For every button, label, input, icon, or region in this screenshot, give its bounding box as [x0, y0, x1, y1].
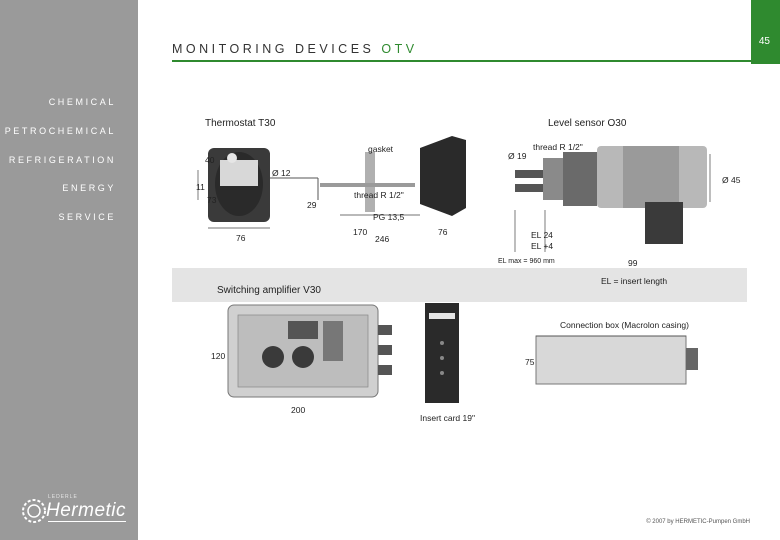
- dimension-75-label: 75: [525, 357, 535, 367]
- diameter-19-label: Ø 19: [508, 151, 527, 161]
- dimension-120-label: 120: [211, 351, 226, 361]
- level-sensor-label: Level sensor O30: [548, 118, 627, 129]
- diameter-12-label: Ø 12: [272, 168, 291, 178]
- thread-label-thermostat: thread R 1/2": [354, 190, 404, 200]
- dimension-76a-label: 76: [236, 233, 246, 243]
- page-title-accent: OTV: [381, 42, 418, 56]
- gear-logo-icon: [22, 499, 46, 523]
- thread-label-sensor: thread R 1/2": [533, 142, 583, 152]
- hermetic-logo: LEDERLE Hermetic: [20, 494, 126, 528]
- insert-length-label: EL = insert length: [601, 276, 668, 286]
- logo-wordmark: Hermetic: [46, 500, 127, 521]
- dimension-76b-label: 76: [438, 227, 448, 237]
- sidebar: CHEMICAL PETROCHEMICAL REFRIGERATION ENE…: [0, 0, 138, 540]
- dimension-200-label: 200: [291, 405, 306, 415]
- insert-card-drawing: [425, 303, 459, 403]
- title-divider: [172, 60, 751, 62]
- dimension-11-label: 11: [196, 182, 205, 192]
- sidebar-item-service[interactable]: SERVICE: [58, 212, 116, 222]
- el4-label: EL +4: [531, 241, 554, 251]
- copyright-notice: © 2007 by HERMETIC-Pumpen GmbH: [646, 519, 750, 525]
- dimension-29-label: 29: [307, 200, 317, 210]
- dimension-246-label: 246: [375, 234, 390, 244]
- dimension-73-label: 73: [207, 195, 217, 205]
- el24-label: EL 24: [531, 230, 553, 240]
- sidebar-item-refrigeration[interactable]: REFRIGERATION: [8, 155, 116, 165]
- page-tab: 45: [751, 0, 780, 64]
- logo-tagline: LEDERLE: [48, 494, 78, 500]
- insert-card-label: Insert card 19": [420, 413, 475, 423]
- dimension-170-label: 170: [353, 227, 368, 237]
- connection-box-drawing: [535, 335, 698, 385]
- page-number: 45: [758, 36, 770, 47]
- elmax-label: EL max = 960 mm: [498, 258, 555, 265]
- dimension-40-label: 40: [205, 155, 215, 165]
- page-title: MONITORING DEVICES OTV: [172, 42, 418, 56]
- thermostat-label: Thermostat T30: [205, 118, 276, 129]
- sensor-head: [420, 136, 466, 216]
- switching-amplifier-drawing: [227, 304, 392, 398]
- sidebar-item-chemical[interactable]: CHEMICAL: [48, 97, 116, 107]
- connection-box-label: Connection box (Macrolon casing): [560, 320, 689, 330]
- gasket-label: gasket: [368, 144, 394, 154]
- thermostat-drawing: [197, 136, 466, 229]
- section-band: [172, 268, 747, 302]
- sidebar-item-energy[interactable]: ENERGY: [62, 183, 116, 193]
- switching-amplifier-label: Switching amplifier V30: [217, 285, 321, 296]
- page-title-main: MONITORING DEVICES: [172, 42, 375, 56]
- pg-label: PG 13,5: [373, 212, 405, 222]
- logo-underline: [48, 521, 126, 522]
- sidebar-item-petrochemical[interactable]: PETROCHEMICAL: [4, 126, 116, 136]
- dimension-99-label: 99: [628, 258, 638, 268]
- diameter-45-label: Ø 45: [722, 175, 741, 185]
- level-sensor-drawing: [514, 146, 711, 252]
